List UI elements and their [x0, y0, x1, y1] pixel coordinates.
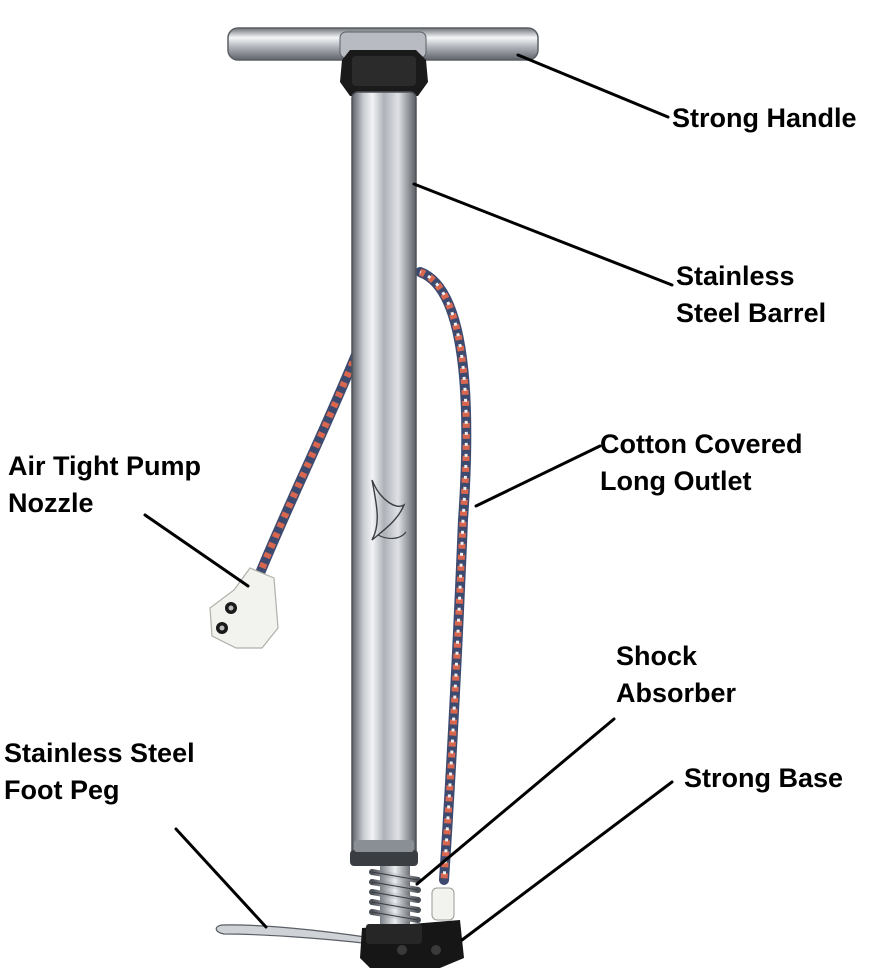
- label-strong-handle: Strong Handle: [672, 100, 857, 137]
- leader-lines: [143, 53, 674, 942]
- handle: [227, 27, 539, 96]
- base-hose-connector: [431, 887, 455, 921]
- label-shock-line-2: Absorber: [616, 678, 737, 708]
- label-base-line-1: Strong Base: [684, 763, 844, 793]
- label-cotton-covered-long-outlet: Cotton Covered Long Outlet: [600, 426, 803, 500]
- foot-peg: [215, 924, 373, 945]
- nozzle: [209, 567, 279, 649]
- label-shock-line-1: Shock: [616, 641, 698, 671]
- leader-line-shock: [415, 717, 616, 886]
- label-foot-peg-line-2: Foot Peg: [4, 775, 120, 805]
- label-air-tight-pump-nozzle: Air Tight Pump Nozzle: [8, 448, 201, 522]
- leader-line-foot-peg: [174, 827, 268, 929]
- leader-line-handle: [516, 53, 670, 119]
- barrel: [350, 91, 418, 866]
- label-barrel-line-2: Steel Barrel: [676, 298, 827, 328]
- leader-line-hose: [474, 444, 602, 508]
- shock-absorber: [369, 866, 421, 924]
- label-barrel-line-1: Stainless: [676, 261, 795, 291]
- label-foot-peg-line-1: Stainless Steel: [4, 738, 195, 768]
- leader-line-base: [460, 780, 674, 942]
- label-nozzle-line-2: Nozzle: [8, 488, 94, 518]
- label-nozzle-line-1: Air Tight Pump: [8, 451, 201, 481]
- label-stainless-steel-barrel: Stainless Steel Barrel: [676, 258, 826, 332]
- label-strong-base: Strong Base: [684, 760, 843, 797]
- barrel-logo-icon: [371, 479, 407, 541]
- label-stainless-steel-foot-peg: Stainless Steel Foot Peg: [4, 735, 195, 809]
- label-hose-line-1: Cotton Covered: [600, 429, 803, 459]
- leader-line-barrel: [412, 182, 674, 287]
- label-shock-absorber: Shock Absorber: [616, 638, 736, 712]
- base: [360, 920, 464, 968]
- leader-line-nozzle: [143, 513, 250, 588]
- label-hose-line-2: Long Outlet: [600, 466, 752, 496]
- label-strong-handle-line-1: Strong Handle: [672, 103, 857, 133]
